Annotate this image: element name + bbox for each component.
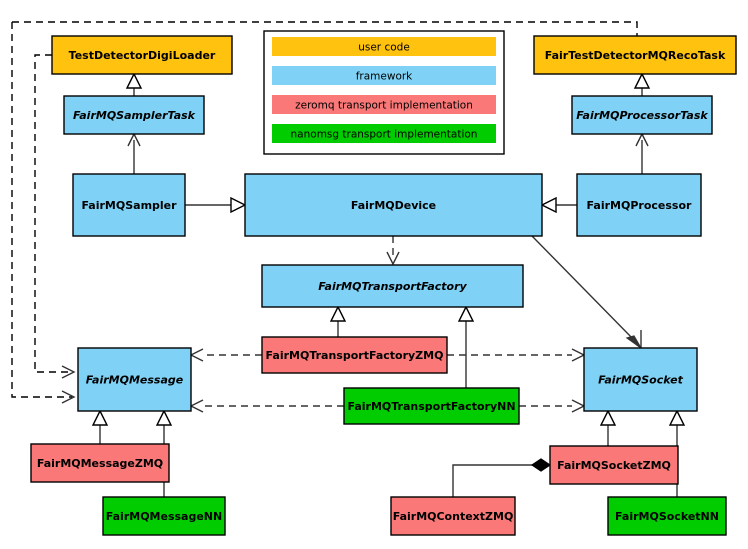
legend-swatch (272, 37, 496, 56)
class-node-label: FairMQProcessor (587, 199, 692, 212)
legend-item-nanomsg: nanomsg transport implementation (272, 124, 496, 143)
generalization-head-tf-right (457, 305, 475, 322)
scope-top-edge (12, 21, 638, 36)
class-node-FairMQMessageZMQ[interactable]: FairMQMessageZMQ (30, 443, 170, 483)
edge-layer: FairMQSamplerTask (open arrow up) --> Fa… (91, 72, 686, 497)
legend-swatch (272, 95, 496, 114)
class-node-label: FairMQMessage (86, 374, 184, 387)
open-arrowhead-transportfactory (386, 251, 400, 266)
class-node-body (244, 173, 543, 237)
class-node-label: FairMQContextZMQ (393, 510, 514, 523)
class-node-FairMQTransportFactoryNN[interactable]: FairMQTransportFactoryNN (343, 387, 520, 425)
legend-item-zeromq: zeromq transport implementation (272, 95, 496, 114)
class-node-body (576, 173, 702, 237)
legend-swatch (272, 66, 496, 85)
class-node-FairMQProcessorTask[interactable]: FairMQProcessorTask (571, 95, 713, 135)
edge-socketzmq-contextzmq (452, 464, 533, 497)
legend-swatch (272, 124, 496, 143)
class-node-label: FairMQMessageZMQ (37, 457, 163, 470)
class-node-body (343, 387, 520, 425)
class-node-body (607, 496, 727, 536)
class-node-body (51, 35, 233, 75)
class-node-FairMQDevice[interactable]: FairMQDevice (244, 173, 543, 237)
class-node-FairMQContextZMQ[interactable]: FairMQContextZMQ (390, 496, 516, 536)
class-node-label: FairMQSampler (81, 199, 177, 212)
class-node-label: FairMQTransportFactoryZMQ (266, 349, 444, 362)
class-node-body (390, 496, 516, 536)
edge-device-socket (531, 235, 640, 346)
class-node-label: FairMQSocketZMQ (557, 459, 671, 472)
legend-label: framework (356, 71, 413, 83)
class-node-body (261, 336, 448, 374)
class-node-label: FairMQTransportFactoryNN (347, 400, 515, 413)
class-node-FairMQSampler[interactable]: FairMQSampler (72, 173, 186, 237)
class-node-body (72, 173, 186, 237)
class-node-FairMQTransportFactoryZMQ[interactable]: FairMQTransportFactoryZMQ (261, 336, 448, 374)
generalization-head-device-right (540, 196, 557, 214)
legend-item-list: user code framework zeromq transport imple… (272, 37, 496, 143)
class-node-label: FairMQProcessorTask (576, 109, 708, 122)
class-node-FairMQSocket[interactable]: FairMQSocket (583, 347, 698, 412)
class-node-label: FairMQTransportFactory (318, 280, 467, 293)
solid-arrowhead-socket (625, 335, 642, 349)
class-node-body (102, 496, 226, 536)
generalization-head-recotask (633, 72, 651, 89)
open-arrowhead-socket-nn (571, 399, 586, 413)
scope-inner-left (34, 54, 72, 373)
generalization-head-tf-left (329, 305, 347, 322)
class-node-body (30, 443, 170, 483)
generalization-head-socket-left (599, 409, 617, 426)
class-node-TestDetectorDigiLoader[interactable]: TestDetectorDigiLoader (51, 35, 233, 75)
node-layer: TestDetectorDigiLoader FairTestDetectorMQ… (30, 35, 737, 536)
scope-outer-left (11, 22, 72, 398)
generalization-head-device-left (230, 196, 247, 214)
legend-item-framework: framework (272, 66, 496, 85)
generalization-head-socket-right (668, 409, 686, 426)
legend-label: zeromq transport implementation (295, 100, 473, 112)
class-node-FairMQProcessor[interactable]: FairMQProcessor (576, 173, 702, 237)
legend-label: nanomsg transport implementation (291, 129, 478, 141)
class-node-label: FairTestDetectorMQRecoTask (545, 49, 726, 62)
class-node-FairMQMessageNN[interactable]: FairMQMessageNN (102, 496, 226, 536)
class-node-label: FairMQSamplerTask (73, 109, 196, 122)
class-node-body (549, 445, 679, 485)
open-arrowhead-socket-zmq (571, 348, 586, 362)
generalization-head-message-left (91, 409, 109, 426)
package-scope-outline (11, 21, 638, 404)
scope-outer-arrowhead (61, 390, 76, 404)
class-node-body (77, 347, 192, 412)
class-node-label: FairMQSocketNN (615, 510, 719, 523)
class-node-label: FairMQSocket (598, 374, 684, 387)
class-node-body (571, 95, 713, 135)
class-node-FairMQSocketNN[interactable]: FairMQSocketNN (607, 496, 727, 536)
scope-inner-arrowhead (61, 365, 76, 379)
class-node-label: TestDetectorDigiLoader (69, 49, 216, 62)
class-node-FairTestDetectorMQRecoTask[interactable]: FairTestDetectorMQRecoTask (533, 35, 737, 75)
class-node-body (63, 95, 205, 135)
legend-label: user code (358, 42, 410, 54)
legend: user code framework zeromq transport imple… (263, 30, 505, 155)
class-node-FairMQSamplerTask[interactable]: FairMQSamplerTask (63, 95, 205, 135)
class-node-FairMQSocketZMQ[interactable]: FairMQSocketZMQ (549, 445, 679, 485)
class-node-FairMQTransportFactory[interactable]: FairMQTransportFactory (261, 264, 524, 308)
composition-diamond (530, 458, 552, 472)
generalization-head-digiloader (125, 72, 143, 89)
class-node-body (533, 35, 737, 75)
generalization-head-message-right (155, 409, 173, 426)
open-arrowhead-message-nn (189, 399, 204, 413)
open-arrowhead-message-zmq (189, 348, 204, 362)
class-node-body (261, 264, 524, 308)
class-node-label: FairMQMessageNN (106, 510, 222, 523)
class-node-FairMQMessage[interactable]: FairMQMessage (77, 347, 192, 412)
class-node-body (583, 347, 698, 412)
class-node-label: FairMQDevice (351, 199, 436, 212)
legend-item-user_code: user code (272, 37, 496, 56)
